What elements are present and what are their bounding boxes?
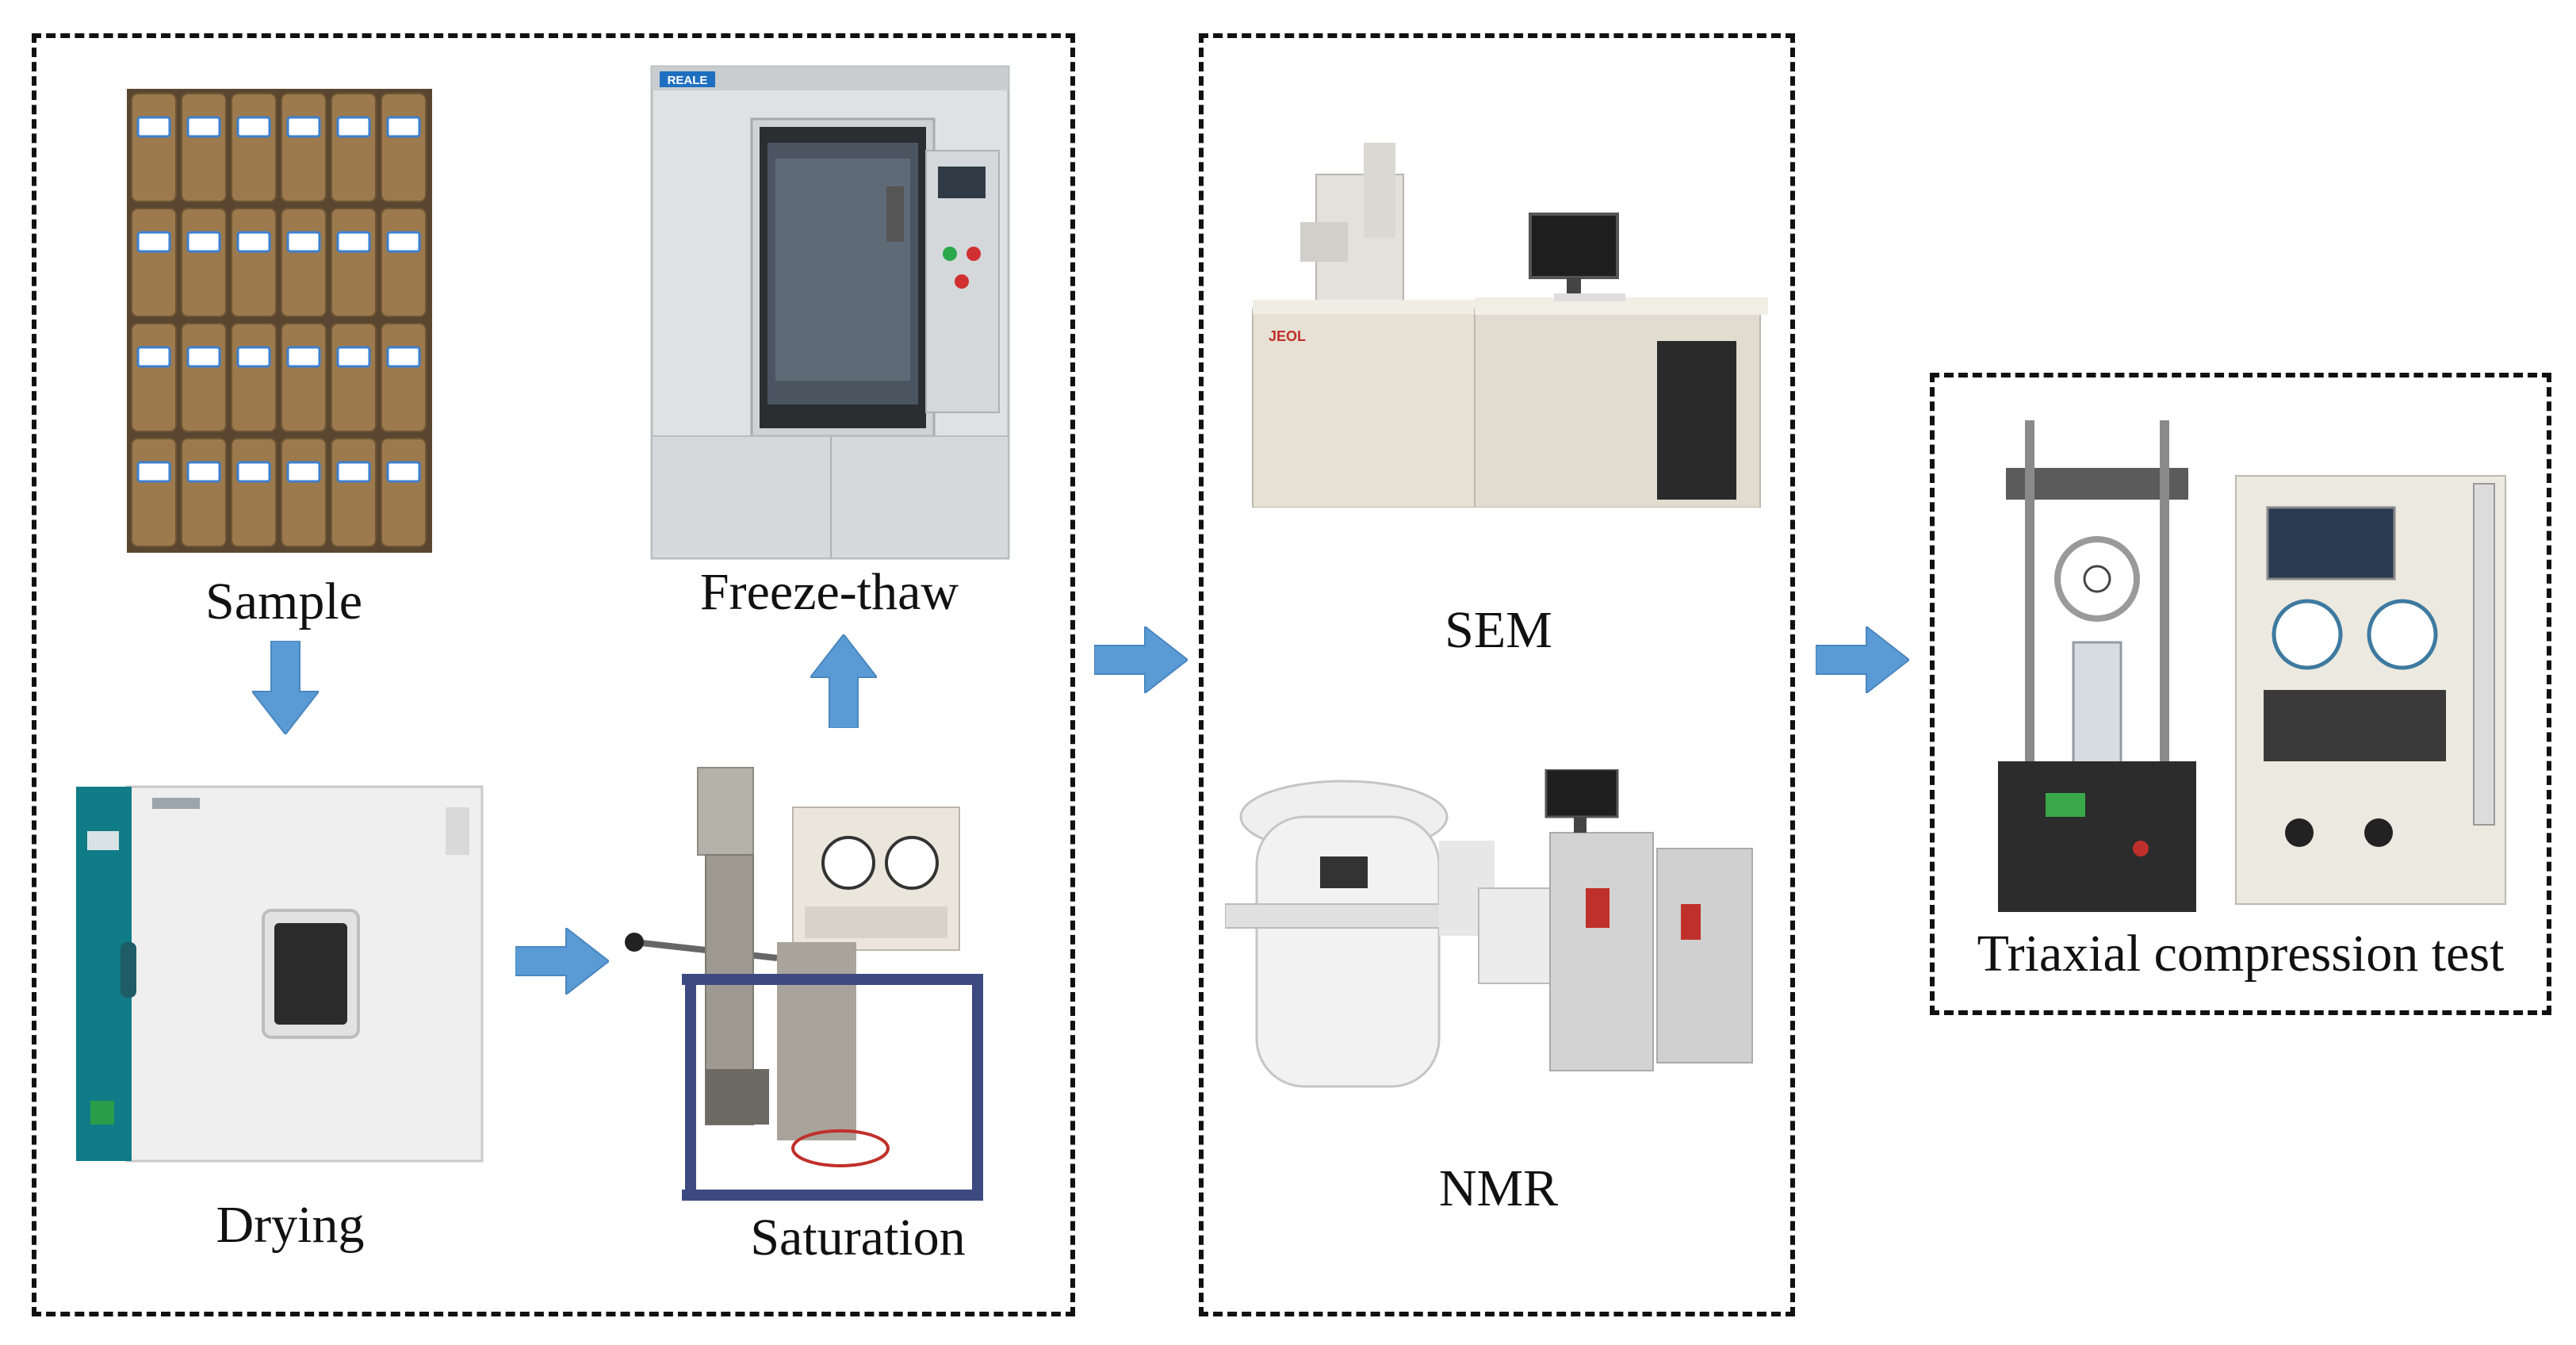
sample-cylinder [281, 208, 327, 317]
label-nmr: NMR [1438, 1159, 1559, 1217]
arrow-up-saturation-to-freeze-thaw [810, 634, 877, 728]
sample-label-tag [186, 231, 221, 253]
sample-label-tag [236, 346, 271, 368]
label-triaxial-compression-test: Triaxial compression test [1977, 925, 2505, 983]
sample-label-tag [386, 346, 421, 368]
sample-label-tag [336, 461, 371, 483]
sample-cylinder [181, 208, 227, 317]
sample-cylinder [331, 438, 377, 547]
sample-cylinder [281, 93, 327, 202]
arrow-down-sample-to-drying [252, 641, 319, 734]
arrow-right-microstructure-to-mechanics [1816, 627, 1909, 693]
arrow-shape [515, 928, 609, 994]
sample-cylinder [231, 208, 277, 317]
sample-cylinder [131, 208, 177, 317]
sample-label-tag [286, 346, 321, 368]
sample-label-tag [386, 231, 421, 253]
sample-cylinder [331, 323, 377, 432]
sample-cylinder [381, 438, 427, 547]
arrow-shape [1094, 627, 1188, 693]
sample-label-tag [186, 346, 221, 368]
sample-cylinder [381, 208, 427, 317]
nmr-instrument-photo [1225, 769, 1753, 1088]
sample-cylinder [331, 93, 377, 202]
arrow-shape [252, 641, 319, 734]
arrow-right-drying-to-saturation [515, 928, 609, 994]
sample-label-tag [386, 116, 421, 138]
sample-cylinder [181, 438, 227, 547]
sample-cylinder [181, 93, 227, 202]
arrow-shape [810, 634, 877, 728]
sem-instrument-photo: JEOL [1252, 143, 1768, 508]
sample-label-tag [136, 461, 171, 483]
microstructure-group-box [1199, 33, 1795, 1316]
sample-label-tag [336, 231, 371, 253]
sample-label-tag [336, 346, 371, 368]
preparation-group-box [32, 33, 1075, 1316]
sample-cylinder [331, 208, 377, 317]
sample-label-tag [236, 116, 271, 138]
sample-label-tag [286, 231, 321, 253]
label-drying: Drying [216, 1196, 365, 1254]
svg-text:JEOL: JEOL [1269, 328, 1306, 344]
sample-cylinder [231, 438, 277, 547]
mechanics-group-box [1930, 373, 2551, 1015]
saturation-apparatus-photo [625, 767, 983, 1201]
sample-label-tag [336, 116, 371, 138]
label-saturation: Saturation [750, 1209, 966, 1266]
sample-cylinder [231, 323, 277, 432]
sample-cylinder [131, 93, 177, 202]
sample-label-tag [136, 116, 171, 138]
arrow-shape [1816, 627, 1909, 693]
sample-cylinder [131, 438, 177, 547]
sample-cylinder [231, 93, 277, 202]
arrow-right-preparation-to-microstructure [1094, 627, 1188, 693]
sample-cylinder [131, 323, 177, 432]
sample-label-tag [186, 116, 221, 138]
sample-label-tag [286, 116, 321, 138]
sample-label-tag [136, 231, 171, 253]
triaxial-apparatus-photo [1998, 420, 2506, 912]
sample-cylinder [281, 438, 327, 547]
drying-oven-photo [76, 785, 484, 1163]
label-freeze-thaw: Freeze-thaw [699, 563, 959, 621]
sample-label-tag [136, 346, 171, 368]
sample-cylinder [281, 323, 327, 432]
label-sample: Sample [205, 573, 362, 630]
sample-label-tag [386, 461, 421, 483]
label-sem: SEM [1445, 601, 1552, 659]
sample-cylinder [381, 93, 427, 202]
sample-cylinder [181, 323, 227, 432]
sample-label-tag [186, 461, 221, 483]
sample-label-tag [236, 461, 271, 483]
chamber-brand-text: REALE [668, 74, 708, 87]
sample-label-tag [236, 231, 271, 253]
sample-cylinder [381, 323, 427, 432]
sample-photo [127, 89, 432, 553]
sample-label-tag [286, 461, 321, 483]
freeze-thaw-chamber-photo: REALE [650, 65, 1010, 560]
